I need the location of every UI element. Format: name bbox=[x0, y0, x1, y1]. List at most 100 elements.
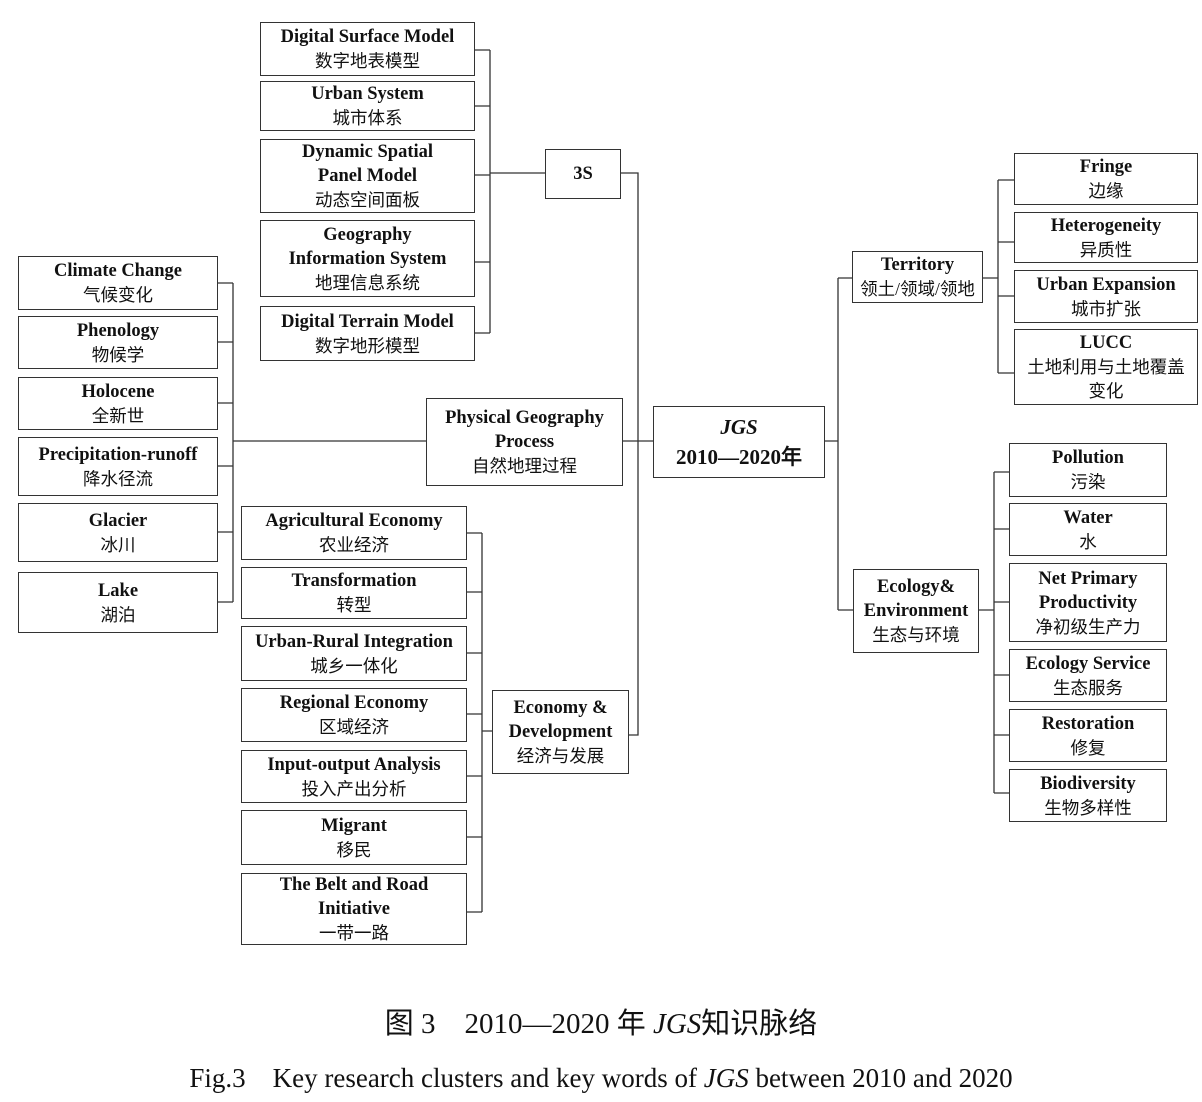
keyword-node: Input-output Analysis 投入产出分析 bbox=[241, 750, 467, 803]
node-label-en: Lake bbox=[97, 580, 139, 601]
node-label-zh: 城乡一体化 bbox=[310, 655, 398, 676]
caption-en: Fig.3 Key research clusters and key word… bbox=[189, 1063, 1013, 1093]
node-label-zh: 区域经济 bbox=[319, 717, 389, 737]
node-label-en: Urban-Rural Integration bbox=[255, 631, 453, 652]
node-label-zh: 经济与发展 bbox=[516, 746, 605, 766]
node-label-en: Urban System bbox=[311, 84, 424, 104]
node-label-zh: 净初级生产力 bbox=[1035, 616, 1141, 637]
node-label-en: Migrant bbox=[321, 815, 387, 836]
node-label-en: Process bbox=[494, 432, 555, 452]
node-label-zh: 生态服务 bbox=[1053, 677, 1123, 698]
node-label-zh: 污染 bbox=[1070, 472, 1106, 492]
keyword-node: Biodiversity 生物多样性 bbox=[1009, 769, 1167, 822]
node-label-en: Phenology bbox=[76, 320, 160, 341]
node-label-zh: 边缘 bbox=[1088, 181, 1124, 201]
node-label-en: Biodiversity bbox=[1040, 773, 1136, 794]
keyword-node: Urban System 城市体系 bbox=[260, 81, 475, 131]
node-label-en: Climate Change bbox=[54, 261, 182, 281]
node-label-zh: 水 bbox=[1079, 531, 1097, 552]
node-label-zh: 湖泊 bbox=[100, 604, 136, 625]
node-label-zh: 移民 bbox=[336, 839, 372, 860]
node-label-zh: 气候变化 bbox=[83, 285, 153, 305]
node-label-en: Panel Model bbox=[317, 166, 418, 186]
node-label-en: Net Primary bbox=[1038, 568, 1138, 589]
center-subtitle: 2010—2020年 bbox=[676, 445, 802, 469]
node-label-en: Holocene bbox=[81, 381, 155, 402]
node-label-en: LUCC bbox=[1079, 333, 1133, 353]
node-label-en: The Belt and Road bbox=[279, 875, 429, 895]
keyword-node: Pollution 污染 bbox=[1009, 443, 1167, 497]
node-label-zh: 领土/领域/领地 bbox=[860, 279, 975, 299]
node-label-zh: 一带一路 bbox=[319, 923, 389, 943]
node-label-zh: 物候学 bbox=[91, 344, 145, 365]
center-node-jgs: JGS 2010—2020年 bbox=[653, 406, 825, 478]
keyword-node: Ecology Service 生态服务 bbox=[1009, 649, 1167, 702]
keyword-node: Climate Change 气候变化 bbox=[18, 256, 218, 310]
node-label-zh: 全新世 bbox=[91, 405, 145, 426]
node-label-zh: 城市体系 bbox=[332, 108, 403, 128]
node-label-en: Digital Surface Model bbox=[280, 27, 455, 47]
node-label-zh: 数字地形模型 bbox=[315, 335, 420, 356]
node-label-en: Pollution bbox=[1052, 448, 1124, 468]
node-label-zh: 异质性 bbox=[1079, 239, 1133, 260]
node-label-en: Dynamic Spatial bbox=[301, 142, 434, 162]
cluster-node-terr: Territory 领土/领域/领地 bbox=[852, 251, 983, 303]
center-title: JGS bbox=[720, 415, 758, 439]
node-label-zh: 数字地表模型 bbox=[315, 51, 420, 71]
keyword-node: Precipitation-runoff 降水径流 bbox=[18, 437, 218, 496]
node-label-en: 3S bbox=[573, 164, 593, 184]
node-label-en: Information System bbox=[288, 248, 447, 269]
node-label-en: Regional Economy bbox=[279, 693, 429, 713]
node-label-en: Digital Terrain Model bbox=[281, 311, 454, 332]
node-label-zh: 城市扩张 bbox=[1071, 298, 1141, 319]
node-label-zh: 降水径流 bbox=[83, 468, 153, 489]
keyword-node: Digital Terrain Model 数字地形模型 bbox=[260, 306, 475, 361]
node-label-zh: 自然地理过程 bbox=[472, 456, 577, 476]
keyword-node: Agricultural Economy 农业经济 bbox=[241, 506, 467, 560]
node-label-en: Territory bbox=[880, 255, 955, 275]
node-label-zh: 地理信息系统 bbox=[315, 272, 420, 293]
node-label-en: Agricultural Economy bbox=[265, 511, 443, 531]
node-label-zh: 冰川 bbox=[100, 534, 136, 555]
keyword-node: Regional Economy 区域经济 bbox=[241, 688, 467, 742]
node-label-en: Geography bbox=[323, 224, 412, 245]
keyword-node: Holocene 全新世 bbox=[18, 377, 218, 430]
node-label-en: Productivity bbox=[1038, 592, 1138, 613]
node-label-en: Initiative bbox=[318, 899, 390, 919]
node-label-en: Heterogeneity bbox=[1050, 215, 1162, 236]
node-label-zh: 生物多样性 bbox=[1044, 797, 1132, 818]
node-label-zh: 修复 bbox=[1070, 737, 1106, 758]
node-label-en: Water bbox=[1063, 507, 1113, 528]
node-label-en: Glacier bbox=[88, 510, 148, 531]
keyword-node: Lake 湖泊 bbox=[18, 572, 218, 633]
node-label-en: Economy & bbox=[513, 698, 608, 718]
keyword-node: Digital Surface Model 数字地表模型 bbox=[260, 22, 475, 76]
node-label-zh: 投入产出分析 bbox=[301, 778, 407, 799]
node-label-en: Precipitation-runoff bbox=[38, 444, 198, 465]
keyword-node: Heterogeneity 异质性 bbox=[1014, 212, 1198, 263]
node-label-zh: 生态与环境 bbox=[872, 625, 960, 645]
node-label-en: Urban Expansion bbox=[1036, 274, 1176, 295]
keyword-node: Glacier 冰川 bbox=[18, 503, 218, 562]
node-label-en: Physical Geography bbox=[445, 408, 604, 428]
keyword-node: Urban Expansion 城市扩张 bbox=[1014, 270, 1198, 323]
node-label-en: Ecology Service bbox=[1025, 653, 1151, 674]
node-label-zh: 转型 bbox=[336, 595, 372, 615]
keyword-node: Migrant 移民 bbox=[241, 810, 467, 865]
node-label-en: Fringe bbox=[1079, 157, 1133, 177]
keyword-node: Fringe 边缘 bbox=[1014, 153, 1198, 205]
cluster-node-s3: 3S bbox=[545, 149, 621, 199]
node-label-en: Ecology& bbox=[876, 577, 956, 597]
caption-zh: 图 3 2010—2020 年 JGS知识脉络 bbox=[384, 1008, 818, 1040]
keyword-node: Urban-Rural Integration 城乡一体化 bbox=[241, 626, 467, 681]
node-label-zh: 农业经济 bbox=[319, 535, 389, 555]
node-label-en: Input-output Analysis bbox=[267, 754, 441, 775]
